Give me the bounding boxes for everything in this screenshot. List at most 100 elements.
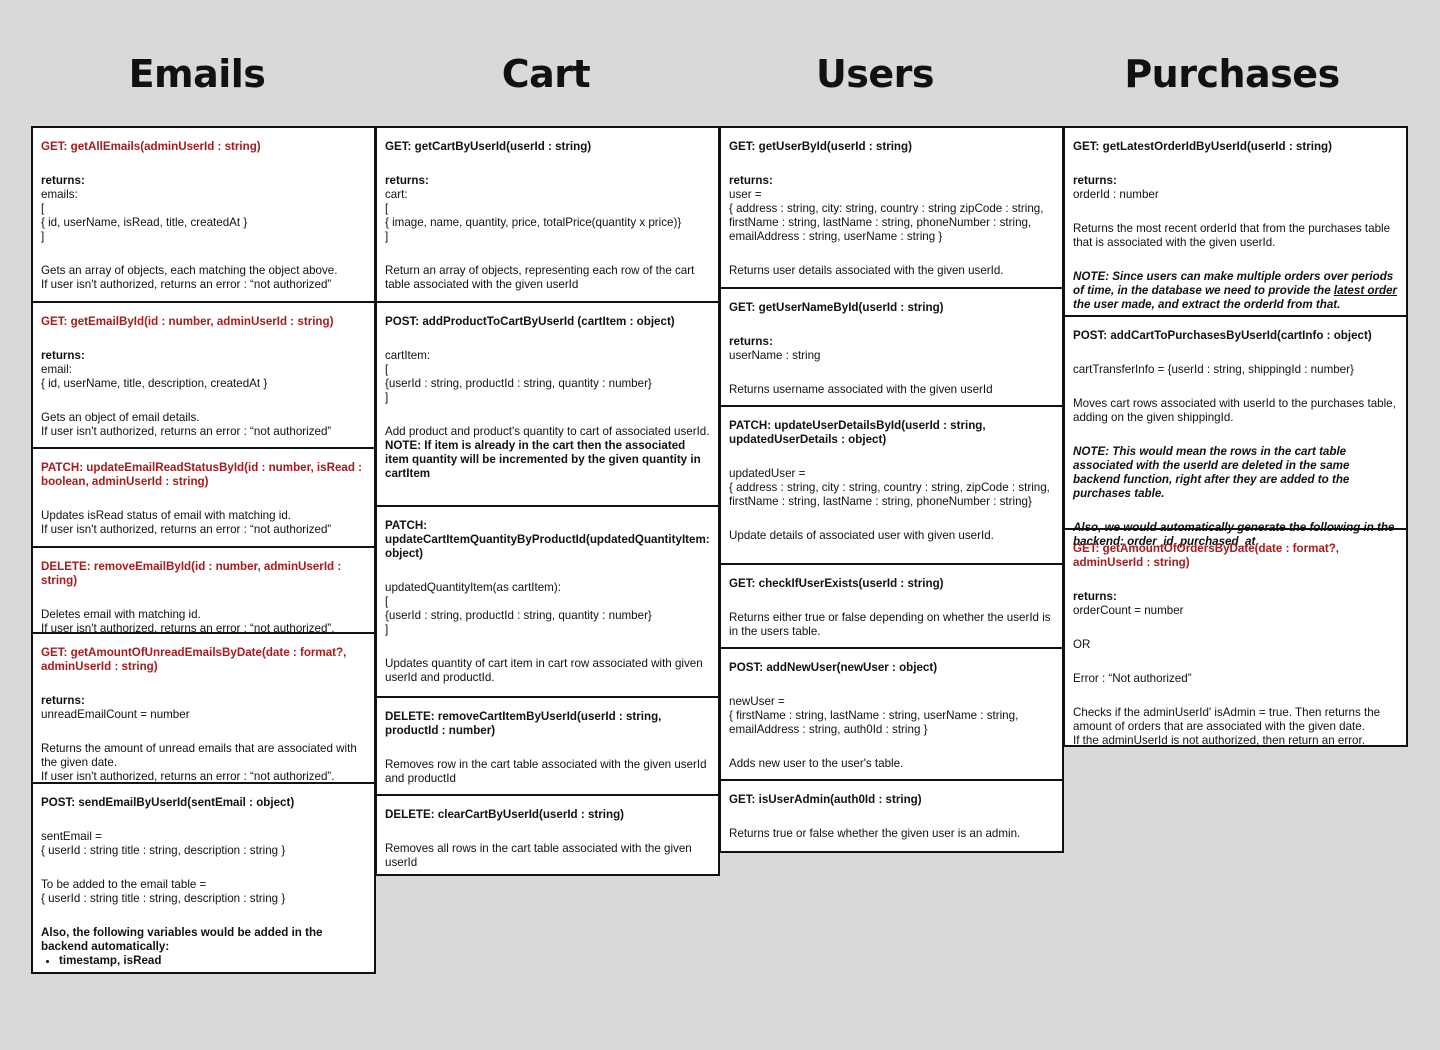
endpoint-body: updatedUser = { address : string, city :… bbox=[729, 467, 1050, 508]
endpoint-title: GET: getUserNameById(userId : string) bbox=[729, 301, 944, 314]
endpoint-card-unread-emails-by-date: GET: getAmountOfUnreadEmailsByDate(date … bbox=[31, 632, 376, 784]
heading-purchases: Purchases bbox=[1124, 52, 1340, 96]
endpoint-title: POST: addProductToCartByUserId (cartItem… bbox=[385, 315, 675, 328]
returns-label: returns: bbox=[1073, 590, 1117, 603]
returns-label: returns: bbox=[41, 694, 85, 707]
endpoint-card-add-cart-to-purchases: POST: addCartToPurchasesByUserId(cartInf… bbox=[1063, 315, 1408, 548]
endpoint-description: Updates quantity of cart item in cart ro… bbox=[385, 657, 703, 684]
returns-label: returns: bbox=[41, 174, 85, 187]
returns-body: orderId : number bbox=[1073, 188, 1159, 201]
endpoint-card-add-new-user: POST: addNewUser(newUser : object) newUs… bbox=[719, 647, 1064, 781]
cart-column: GET: getCartByUserId(userId : string) re… bbox=[375, 126, 720, 876]
endpoint-title: POST: sendEmailByUserId(sentEmail : obje… bbox=[41, 796, 295, 809]
endpoint-title: GET: getAllEmails(adminUserId : string) bbox=[41, 140, 261, 153]
endpoint-description: Returns username associated with the giv… bbox=[729, 383, 993, 396]
endpoint-description: Returns either true or false depending o… bbox=[729, 611, 1051, 638]
or-separator: OR bbox=[1073, 638, 1091, 651]
returns-block: returns:emails: [ { id, userName, isRead… bbox=[41, 174, 366, 244]
endpoint-description: Deletes email with matching id. If user … bbox=[41, 608, 335, 635]
list-item: timestamp, isRead bbox=[59, 954, 366, 968]
endpoint-title: GET: checkIfUserExists(userId : string) bbox=[729, 577, 944, 590]
returns-block: returns:user = { address : string, city:… bbox=[729, 174, 1054, 244]
endpoint-card-get-username-by-id: GET: getUserNameById(userId : string) re… bbox=[719, 287, 1064, 407]
endpoint-title: GET: getCartByUserId(userId : string) bbox=[385, 140, 592, 153]
endpoint-title: PATCH: updateCartItemQuantityByProductId… bbox=[385, 519, 710, 560]
endpoint-title: DELETE: clearCartByUserId(userId : strin… bbox=[385, 808, 625, 821]
note-text: the user made, and extract the orderId f… bbox=[1073, 298, 1341, 311]
endpoint-card-get-user-by-id: GET: getUserById(userId : string) return… bbox=[719, 126, 1064, 289]
endpoint-card-remove-cart-item: DELETE: removeCartItemByUserId(userId : … bbox=[375, 696, 720, 796]
returns-body: unreadEmailCount = number bbox=[41, 708, 190, 721]
endpoint-description: Add product and product's quantity to ca… bbox=[385, 425, 710, 438]
endpoint-description: Updates isRead status of email with matc… bbox=[41, 509, 332, 536]
endpoint-title: PATCH: updateUserDetailsById(userId : st… bbox=[729, 419, 986, 446]
endpoint-description: Returns the most recent orderId that fro… bbox=[1073, 222, 1391, 249]
endpoint-card-send-email: POST: sendEmailByUserId(sentEmail : obje… bbox=[31, 782, 376, 974]
endpoint-body: updatedQuantityItem(as cartItem): [ {use… bbox=[385, 581, 652, 636]
heading-cart: Cart bbox=[501, 52, 591, 96]
purchases-column: GET: getLatestOrderIdByUserId(userId : s… bbox=[1063, 126, 1408, 747]
endpoint-description: Returns true or false whether the given … bbox=[729, 827, 1021, 840]
endpoint-card-update-email-read-status: PATCH: updateEmailReadStatusById(id : nu… bbox=[31, 447, 376, 548]
users-column: GET: getUserById(userId : string) return… bbox=[719, 126, 1064, 853]
returns-body: emails: [ { id, userName, isRead, title,… bbox=[41, 188, 248, 243]
endpoint-note: Also, the following variables would be a… bbox=[41, 926, 323, 953]
note-underlined: latest order bbox=[1333, 284, 1398, 297]
endpoint-description: Return an array of objects, representing… bbox=[385, 264, 695, 291]
endpoint-body: newUser = { firstName : string, lastName… bbox=[729, 695, 1019, 736]
endpoint-body: cartTransferInfo = {userId : string, shi… bbox=[1073, 363, 1354, 376]
returns-block: returns:orderCount = number bbox=[1073, 590, 1398, 618]
returns-label: returns: bbox=[1073, 174, 1117, 187]
endpoint-description: Returns user details associated with the… bbox=[729, 264, 1004, 277]
endpoint-card-is-user-admin: GET: isUserAdmin(auth0Id : string) Retur… bbox=[719, 779, 1064, 853]
endpoint-title: DELETE: removeCartItemByUserId(userId : … bbox=[385, 710, 662, 737]
endpoint-title: POST: addNewUser(newUser : object) bbox=[729, 661, 938, 674]
endpoint-note: Also, we would automatically generate th… bbox=[1073, 521, 1395, 548]
endpoint-card-update-user-details: PATCH: updateUserDetailsById(userId : st… bbox=[719, 405, 1064, 565]
endpoint-card-get-email-by-id: GET: getEmailById(id : number, adminUser… bbox=[31, 301, 376, 449]
endpoint-title: GET: getUserById(userId : string) bbox=[729, 140, 912, 153]
returns-block: returns:orderId : number bbox=[1073, 174, 1398, 202]
endpoint-note: NOTE: This would mean the rows in the ca… bbox=[1073, 445, 1350, 500]
endpoint-card-add-product-to-cart: POST: addProductToCartByUserId (cartItem… bbox=[375, 301, 720, 507]
returns-label: returns: bbox=[385, 174, 429, 187]
endpoint-body: cartItem: [ {userId : string, productId … bbox=[385, 349, 652, 404]
endpoint-title: GET: getAmountOfUnreadEmailsByDate(date … bbox=[41, 646, 347, 673]
endpoint-title: GET: getLatestOrderIdByUserId(userId : s… bbox=[1073, 140, 1332, 153]
heading-users: Users bbox=[815, 52, 935, 96]
endpoint-note: NOTE: If item is already in the cart the… bbox=[385, 439, 701, 480]
returns-label: returns: bbox=[41, 349, 85, 362]
endpoint-title: POST: addCartToPurchasesByUserId(cartInf… bbox=[1073, 329, 1372, 342]
endpoint-title: GET: getAmountOfOrdersByDate(date : form… bbox=[1073, 542, 1340, 569]
auto-vars-list: timestamp, isRead bbox=[41, 954, 366, 968]
returns-body: user = { address : string, city: string,… bbox=[729, 188, 1044, 243]
endpoint-card-remove-email: DELETE: removeEmailById(id : number, adm… bbox=[31, 546, 376, 635]
endpoint-title: DELETE: removeEmailById(id : number, adm… bbox=[41, 560, 342, 587]
endpoint-card-get-all-emails: GET: getAllEmails(adminUserId : string) … bbox=[31, 126, 376, 303]
endpoint-card-get-cart: GET: getCartByUserId(userId : string) re… bbox=[375, 126, 720, 303]
endpoint-description: Moves cart rows associated with userId t… bbox=[1073, 397, 1396, 424]
endpoint-card-check-user-exists: GET: checkIfUserExists(userId : string) … bbox=[719, 563, 1064, 649]
endpoint-description: Adds new user to the user's table. bbox=[729, 757, 904, 770]
endpoint-title: GET: isUserAdmin(auth0Id : string) bbox=[729, 793, 922, 806]
returns-label: returns: bbox=[729, 335, 773, 348]
returns-block: returns:cart: [ { image, name, quantity,… bbox=[385, 174, 710, 244]
endpoint-description: Gets an array of objects, each matching … bbox=[41, 264, 338, 291]
endpoint-card-orders-by-date: GET: getAmountOfOrdersByDate(date : form… bbox=[1063, 528, 1408, 747]
endpoint-title: PATCH: updateEmailReadStatusById(id : nu… bbox=[41, 461, 363, 488]
endpoint-card-latest-order-id: GET: getLatestOrderIdByUserId(userId : s… bbox=[1063, 126, 1408, 317]
emails-column: GET: getAllEmails(adminUserId : string) … bbox=[31, 126, 376, 974]
returns-body: cart: [ { image, name, quantity, price, … bbox=[385, 188, 682, 243]
returns-body: userName : string bbox=[729, 349, 821, 362]
endpoint-body: sentEmail = { userId : string title : st… bbox=[41, 830, 286, 857]
endpoint-title: GET: getEmailById(id : number, adminUser… bbox=[41, 315, 334, 328]
endpoint-card-clear-cart: DELETE: clearCartByUserId(userId : strin… bbox=[375, 794, 720, 876]
endpoint-description: Gets an object of email details. If user… bbox=[41, 411, 332, 438]
endpoint-card-update-cart-item-quantity: PATCH: updateCartItemQuantityByProductId… bbox=[375, 505, 720, 698]
endpoint-body: To be added to the email table = { userI… bbox=[41, 878, 286, 905]
endpoint-description: Removes all rows in the cart table assoc… bbox=[385, 842, 692, 869]
endpoint-description: Checks if the adminUserId' isAdmin = tru… bbox=[1073, 706, 1381, 747]
returns-block: returns:email: { id, userName, title, de… bbox=[41, 349, 366, 391]
returns-block: returns:unreadEmailCount = number bbox=[41, 694, 366, 722]
endpoint-description: Update details of associated user with g… bbox=[729, 529, 994, 542]
